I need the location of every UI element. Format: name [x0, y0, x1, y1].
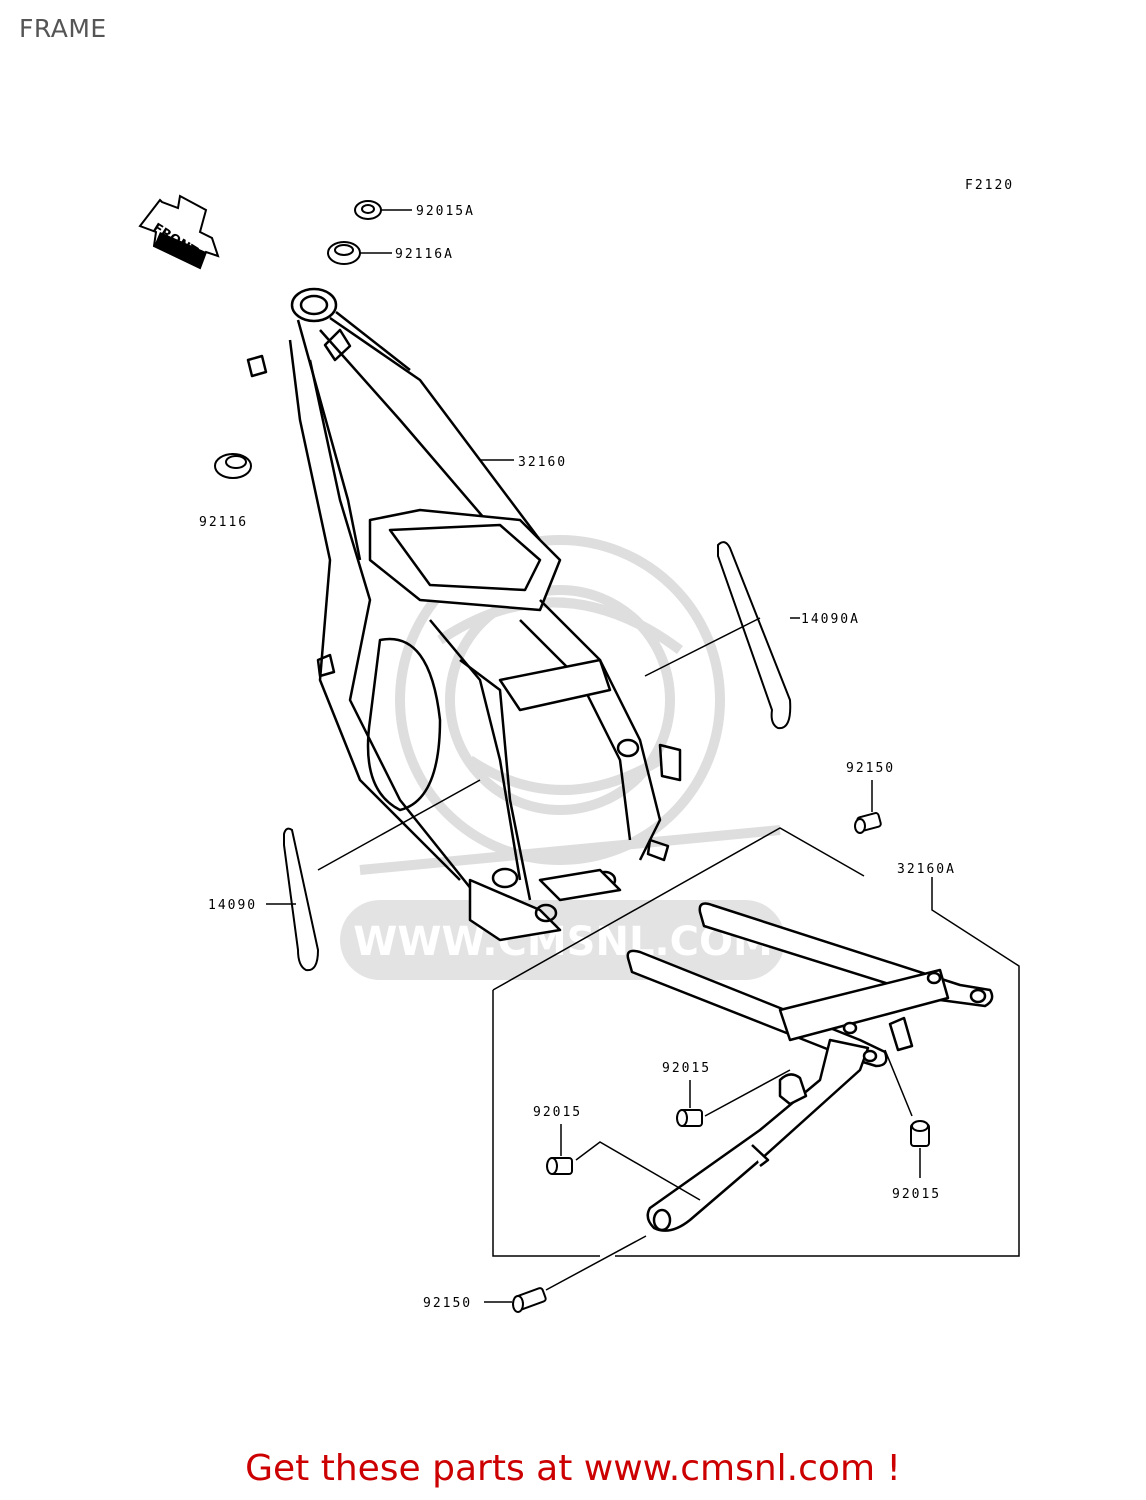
bolt-92015-left-icon: [546, 1124, 701, 1201]
label-92015a: 92015A: [416, 204, 475, 219]
cover-14090-icon: [266, 779, 481, 972]
bolt-92150-top-icon: [854, 780, 882, 834]
subframe-32160a-box: [492, 827, 1020, 1257]
label-92015-mid: 92015: [662, 1061, 711, 1076]
label-92116: 92116: [199, 515, 248, 530]
parts-link-footer[interactable]: Get these parts at www.cmsnl.com !: [245, 1448, 901, 1489]
bearing-92116a-icon: [327, 241, 392, 265]
watermark: [359, 535, 781, 875]
main-frame-32160: [246, 287, 682, 942]
label-92015-left: 92015: [533, 1105, 582, 1120]
bolt-92015-right-icon: [884, 1049, 930, 1178]
front-arrow-icon: FRONT: [138, 194, 220, 270]
label-14090: 14090: [208, 898, 257, 913]
cover-14090a-icon: [644, 541, 800, 730]
label-14090a: 14090A: [801, 612, 860, 627]
nut-92015a-icon: [354, 200, 412, 220]
watermark-banner: [340, 900, 785, 980]
label-92150-top: 92150: [846, 761, 895, 776]
rear-subframe-32160a: [626, 902, 994, 1232]
bolt-92015-mid-icon: [676, 1069, 791, 1127]
label-32160: 32160: [518, 455, 567, 470]
bolt-92150-bottom-icon: [484, 1235, 647, 1313]
label-92116a: 92116A: [395, 247, 454, 262]
diagram-code: F2120: [965, 178, 1014, 193]
bearing-92116-icon: [214, 453, 252, 479]
watermark-url: WWW.CMSNL.COM: [353, 919, 773, 965]
page-title: FRAME: [19, 14, 107, 43]
label-32160a: 32160A: [897, 862, 956, 877]
label-92015-right: 92015: [892, 1187, 941, 1202]
label-92150-bottom: 92150: [423, 1296, 472, 1311]
